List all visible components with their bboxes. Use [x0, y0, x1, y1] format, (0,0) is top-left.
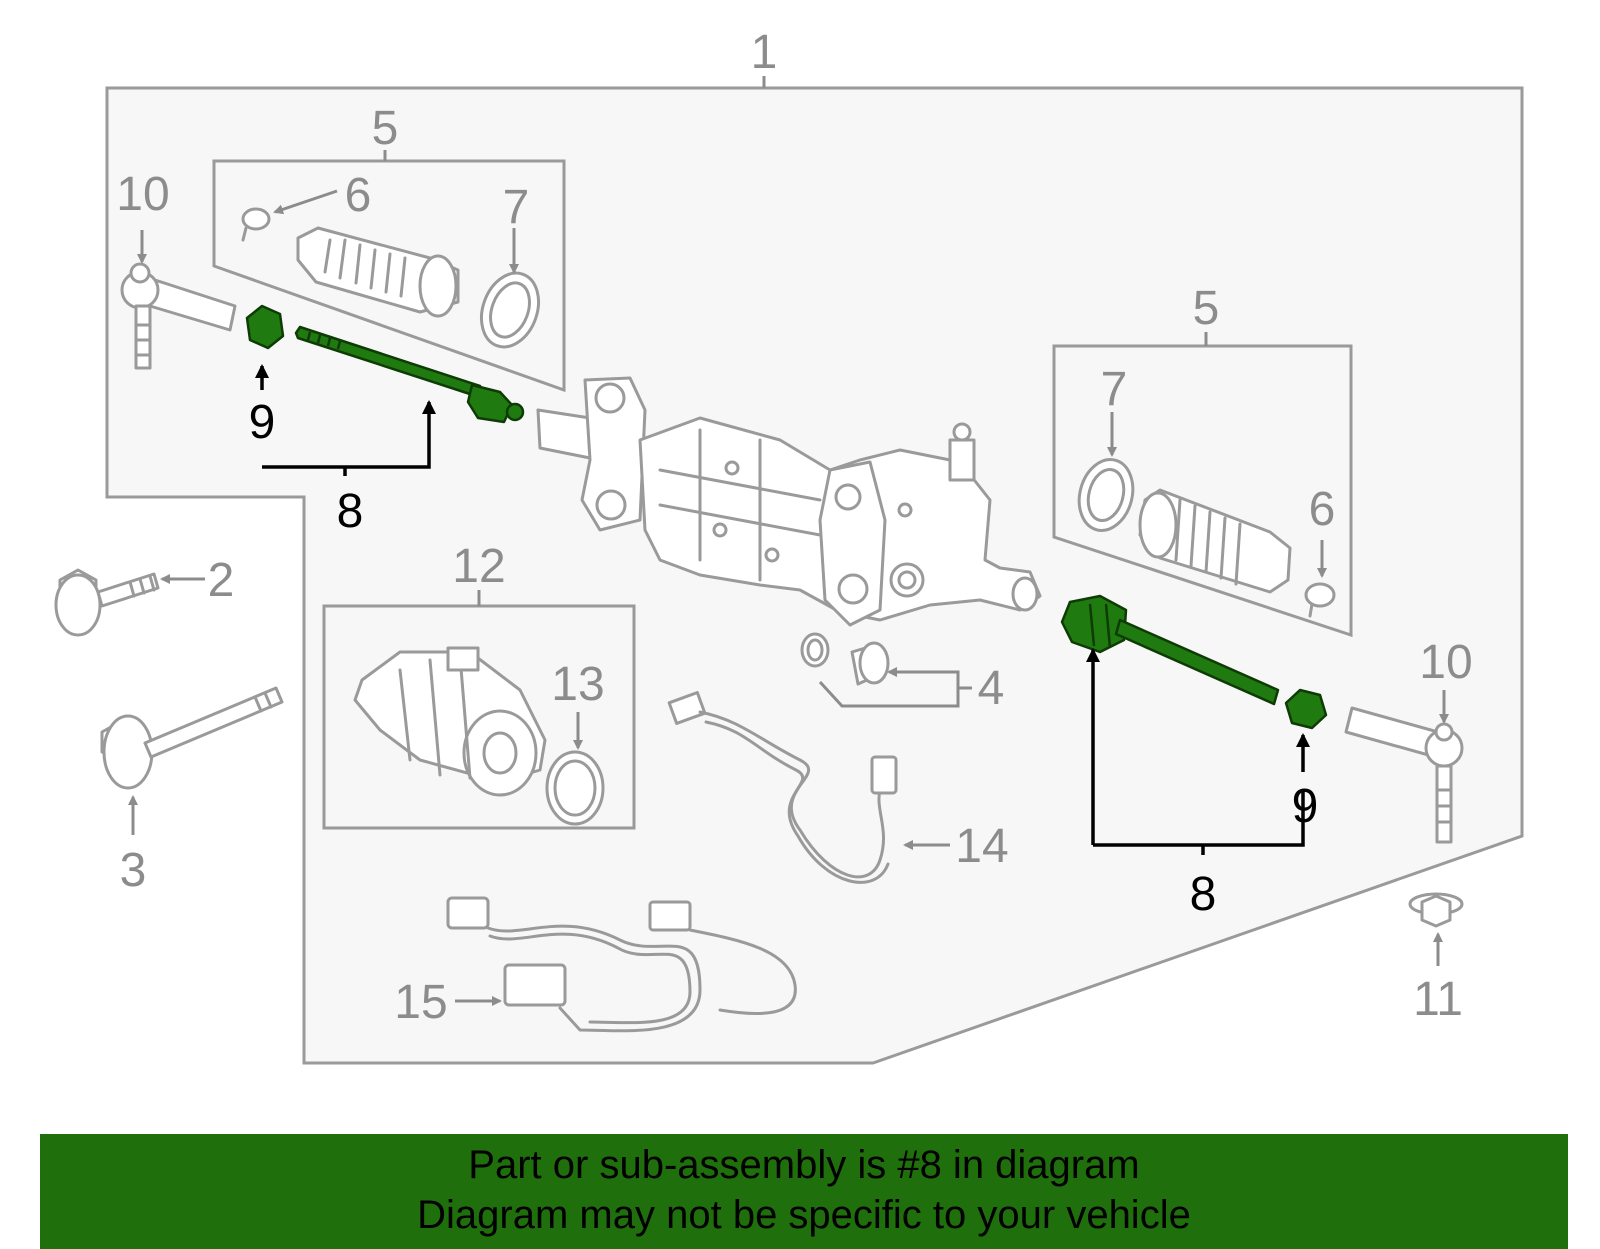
callout-14: 14 — [955, 820, 1008, 873]
inner-tie-rod-left — [294, 325, 525, 424]
info-banner: Part or sub-assembly is #8 in diagram Di… — [40, 1134, 1568, 1249]
callout-8-left: 8 — [337, 485, 364, 538]
steering-gear-housing — [536, 376, 1042, 627]
callout-9-left: 9 — [249, 396, 276, 449]
ring-right — [1077, 458, 1135, 532]
boot-right — [1138, 488, 1292, 594]
boot-kit-box-left — [212, 159, 566, 393]
callout-6-left: 6 — [345, 169, 372, 222]
callout-7-right: 7 — [1101, 363, 1128, 416]
outer-tie-rod-right — [1344, 706, 1464, 844]
seals — [800, 632, 890, 686]
banner-line-2: Diagram may not be specific to your vehi… — [417, 1193, 1191, 1237]
callout-1: 1 — [751, 26, 778, 79]
callout-9-right: 9 — [1292, 780, 1319, 833]
ring-left — [479, 271, 541, 349]
callout-11: 11 — [1413, 973, 1463, 1026]
boot-left — [296, 226, 460, 318]
motor — [353, 646, 547, 797]
long-bolt — [100, 686, 284, 790]
jam-nut-left — [245, 304, 285, 350]
clamp-left — [241, 207, 271, 242]
wire-harness-15 — [446, 896, 797, 1033]
callout-7-left: 7 — [503, 181, 530, 234]
callout-5-right: 5 — [1193, 282, 1220, 335]
boot-kit-box-right — [1052, 344, 1353, 638]
callout-3: 3 — [120, 844, 147, 897]
callout-8-right: 8 — [1190, 868, 1217, 921]
callout-10-left: 10 — [116, 168, 169, 221]
inner-tie-rod-right — [1060, 594, 1280, 706]
callout-5-left: 5 — [372, 102, 399, 155]
callout-4: 4 — [978, 662, 1005, 715]
jam-nut-right — [1284, 688, 1328, 730]
callout-12: 12 — [452, 540, 505, 593]
callout-10-right: 10 — [1419, 636, 1472, 689]
callout-15: 15 — [394, 976, 447, 1029]
outer-tie-rod-left — [120, 262, 237, 370]
wire-harness-14 — [667, 691, 898, 884]
callout-6-right: 6 — [1309, 483, 1336, 536]
banner-line-1: Part or sub-assembly is #8 in diagram — [468, 1143, 1140, 1187]
flange-nut — [1408, 892, 1464, 928]
seal-13 — [545, 750, 605, 826]
clamp-right — [1304, 582, 1336, 618]
bolt — [54, 568, 160, 637]
callout-13: 13 — [551, 658, 604, 711]
callout-2: 2 — [208, 554, 235, 607]
